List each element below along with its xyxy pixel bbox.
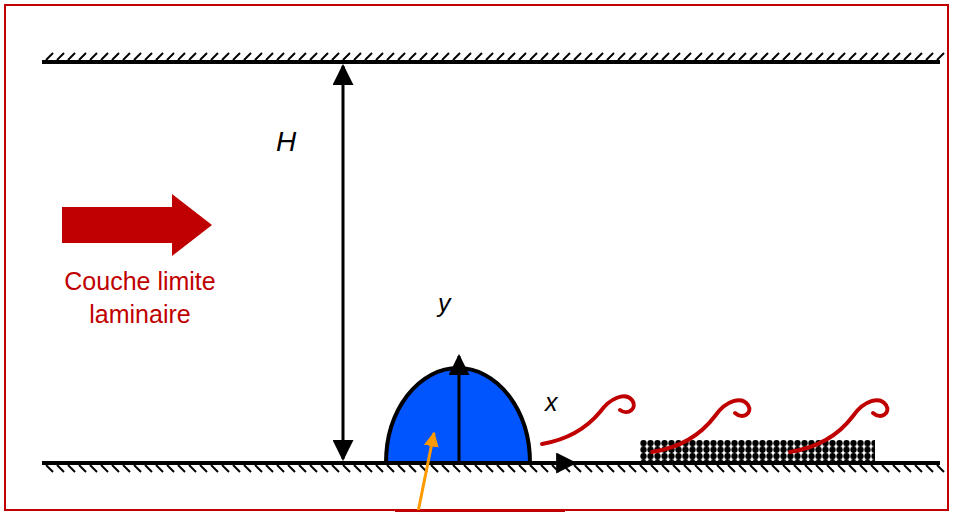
deposit — [640, 440, 875, 461]
wall-hatching — [46, 53, 944, 472]
x-axis — [459, 462, 575, 465]
callout-box-edge — [395, 510, 565, 512]
axis-label: x — [545, 386, 558, 419]
dimension-label: H — [276, 124, 296, 160]
flow-arrow — [62, 194, 212, 256]
axis-label: y — [438, 287, 451, 320]
walls — [42, 62, 940, 463]
y-axis — [458, 356, 461, 463]
frame — [5, 5, 948, 510]
height-dimension — [342, 66, 345, 459]
vortices — [542, 396, 887, 452]
flow-label: Couche limite laminaire — [55, 265, 225, 330]
pointer-arrow — [418, 433, 434, 512]
